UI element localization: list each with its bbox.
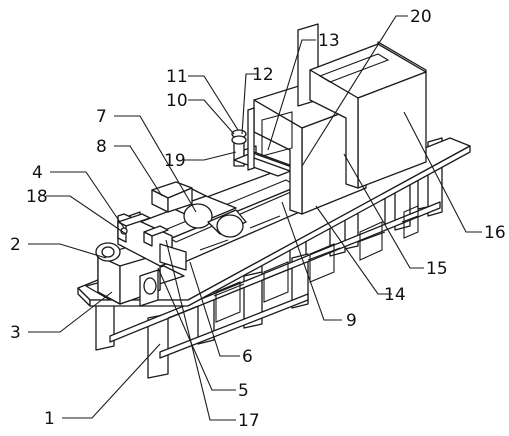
- leader-13: [267, 39, 316, 151]
- leader-16: [403, 111, 482, 233]
- reference-numerals: 1 2 3 4 5 6 7 8 9 10 11 12 13 14 15 16 1…: [10, 7, 506, 431]
- label-3: 3: [10, 323, 21, 343]
- label-19: 19: [164, 151, 186, 171]
- leader-11: [188, 75, 239, 131]
- leader-19: [184, 151, 237, 161]
- label-14: 14: [384, 285, 406, 305]
- label-11: 11: [166, 67, 188, 87]
- leader-8: [114, 145, 163, 197]
- label-9: 9: [346, 311, 357, 331]
- label-1: 1: [44, 409, 55, 429]
- leader-4: [50, 171, 125, 229]
- leader-9: [281, 201, 342, 321]
- leader-lines: [28, 15, 482, 421]
- label-15: 15: [426, 259, 448, 279]
- leader-1: [62, 343, 161, 419]
- bracket-4: [117, 213, 169, 247]
- leader-20: [301, 15, 408, 167]
- leader-7: [114, 115, 197, 213]
- label-16: 16: [484, 223, 506, 243]
- label-8: 8: [96, 137, 107, 157]
- label-18: 18: [26, 187, 48, 207]
- label-2: 2: [10, 235, 21, 255]
- label-13: 13: [318, 31, 340, 51]
- label-17: 17: [238, 411, 260, 431]
- leader-18: [46, 195, 127, 235]
- leader-17: [165, 239, 236, 421]
- leader-3: [28, 291, 113, 333]
- leader-5: [157, 267, 236, 391]
- leader-2: [28, 243, 107, 259]
- leader-12: [241, 73, 258, 135]
- leader-15: [343, 153, 424, 269]
- label-20: 20: [410, 7, 432, 27]
- leader-10: [188, 99, 235, 135]
- label-6: 6: [242, 347, 253, 367]
- leader-14: [315, 205, 392, 295]
- label-5: 5: [238, 381, 249, 401]
- label-10: 10: [166, 91, 188, 111]
- label-4: 4: [32, 163, 43, 183]
- motor-block: [85, 242, 185, 307]
- label-7: 7: [96, 107, 107, 127]
- label-12: 12: [252, 65, 274, 85]
- leader-6: [189, 261, 240, 357]
